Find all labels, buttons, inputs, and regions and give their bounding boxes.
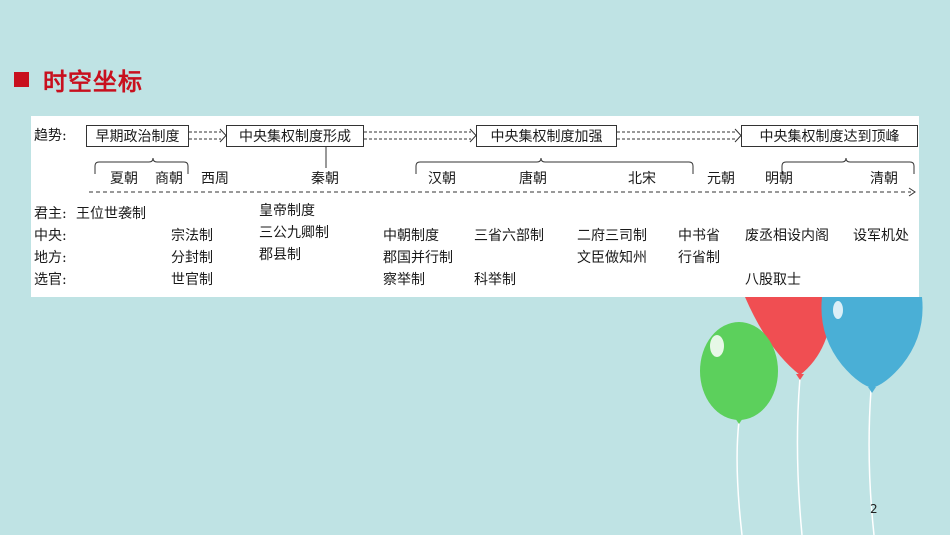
green-balloon-icon xyxy=(700,322,778,420)
title-bullet-square xyxy=(14,72,29,87)
system-item: 分封制 xyxy=(171,250,213,266)
system-item: 王位世袭制 xyxy=(76,206,146,222)
system-item: 三公九卿制 xyxy=(259,225,329,241)
central-row-label: 中央: xyxy=(34,228,67,244)
stage-box-formation: 中央集权制度形成 xyxy=(226,125,364,147)
dynasty-label: 西周 xyxy=(201,171,229,187)
dynasty-label: 明朝 xyxy=(765,171,793,187)
system-item: 中书省 xyxy=(678,228,720,244)
dynasty-label: 清朝 xyxy=(870,171,898,187)
dynasty-label: 唐朝 xyxy=(519,171,547,187)
timeline-panel: 趋势: 早期政治制度 中央集权制度形成 中央集权制度加强 中央集权制度达到顶峰 … xyxy=(31,116,919,297)
blue-balloon-icon xyxy=(821,297,923,388)
system-item: 世官制 xyxy=(171,272,213,288)
system-item: 宗法制 xyxy=(171,228,213,244)
system-item: 三省六部制 xyxy=(474,228,544,244)
system-item: 郡县制 xyxy=(259,247,301,263)
red-balloon-icon xyxy=(745,297,833,375)
system-item: 科举制 xyxy=(474,272,516,288)
system-item: 郡国并行制 xyxy=(383,250,453,266)
title-text: 时空坐标 xyxy=(43,68,143,96)
system-item: 行省制 xyxy=(678,250,720,266)
dynasty-label: 夏朝 xyxy=(110,171,138,187)
dynasty-label: 秦朝 xyxy=(311,171,339,187)
system-item: 中朝制度 xyxy=(383,228,439,244)
system-item: 八股取士 xyxy=(745,272,801,288)
dynasty-label: 商朝 xyxy=(155,171,183,187)
stage-box-strengthen: 中央集权制度加强 xyxy=(476,125,617,147)
dynasty-label: 北宋 xyxy=(628,171,656,187)
official-row-label: 选官: xyxy=(34,272,67,288)
monarch-row-label: 君主: xyxy=(34,206,67,222)
balloons-decoration xyxy=(700,297,923,535)
system-item: 废丞相设内阁 xyxy=(745,228,829,244)
trend-label: 趋势: xyxy=(34,128,67,144)
system-item: 文臣做知州 xyxy=(577,250,647,266)
stage-box-early: 早期政治制度 xyxy=(86,125,189,147)
system-item: 设军机处 xyxy=(853,228,909,244)
dynasty-label: 汉朝 xyxy=(428,171,456,187)
page-number: 2 xyxy=(870,502,878,516)
system-item: 二府三司制 xyxy=(577,228,647,244)
system-item: 皇帝制度 xyxy=(259,203,315,219)
local-row-label: 地方: xyxy=(34,250,67,266)
stage-box-peak: 中央集权制度达到顶峰 xyxy=(741,125,918,147)
system-item: 察举制 xyxy=(383,272,425,288)
section-title: 时空坐标 xyxy=(14,62,143,97)
dynasty-label: 元朝 xyxy=(707,171,735,187)
